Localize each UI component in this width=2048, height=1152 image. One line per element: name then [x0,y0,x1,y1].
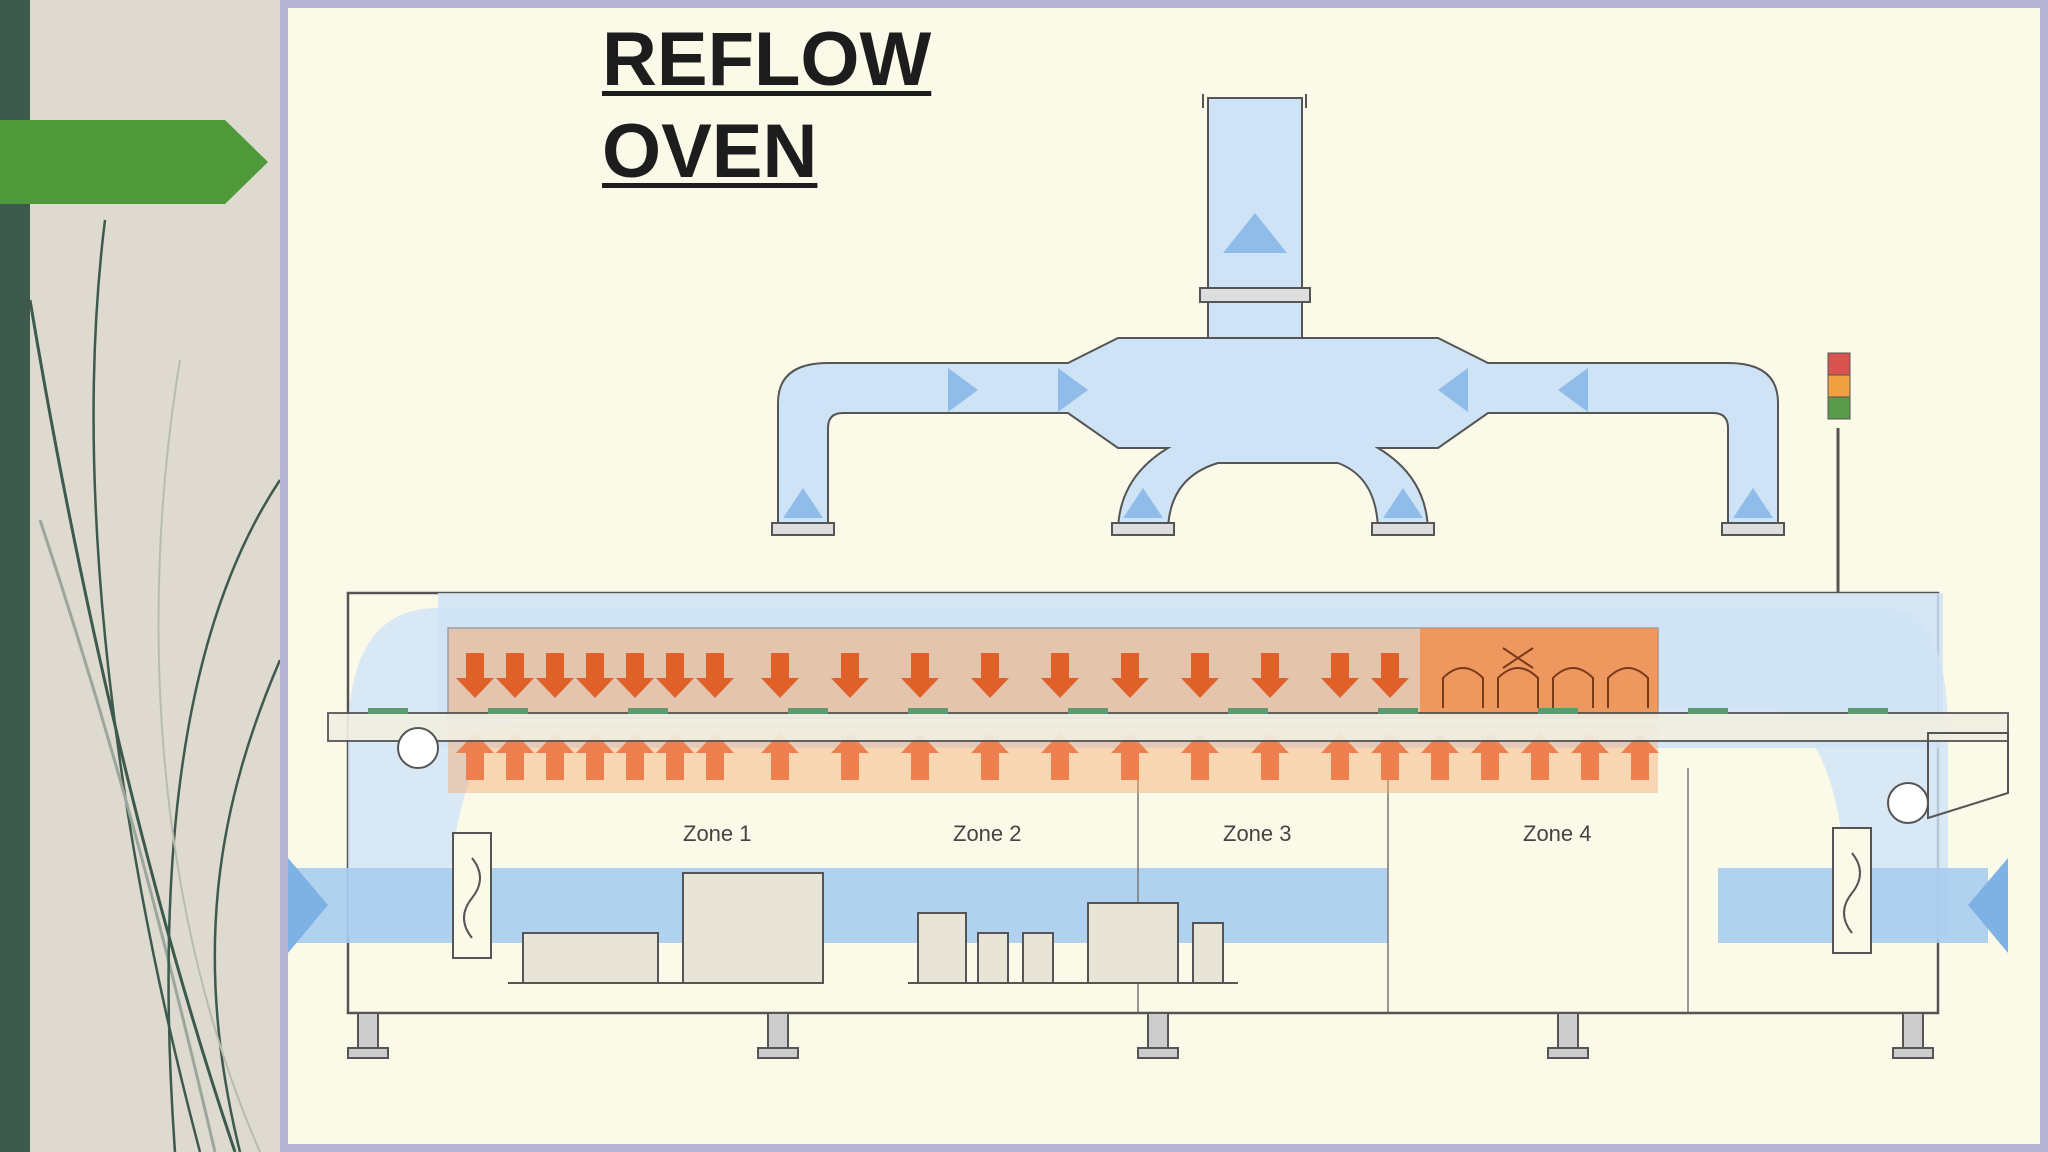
oven-legs [347,1012,1938,1059]
zone-4-label: Zone 4 [1523,821,1592,846]
zone-2-label: Zone 2 [953,821,1022,846]
zone-1-label: Zone 1 [683,821,752,846]
air-inlet-arrow-icon [1968,858,2008,953]
side-fan-icons [452,827,1872,959]
heat-up-arrows [456,733,1659,780]
exhaust-chimney [1199,94,1311,359]
exhaust-duct [777,337,1779,534]
up-arrow-icon [1223,213,1287,253]
internal-equipment [508,872,1238,984]
air-inlet-arrow-icon [288,858,328,953]
zone-3-label: Zone 3 [1223,821,1292,846]
duct-flow-arrows [783,368,1773,518]
pcb-boards [368,708,1888,714]
signal-light-tower [1827,352,1851,593]
slide-title: REFLOW OVEN [602,17,932,194]
cooling-fan-icons [1442,647,1649,708]
green-arrow-shape [0,120,268,204]
reflow-oven-diagram: Zone 1 Zone 2 Zone 3 Zone 4 [288,94,2009,1059]
duct-clamps [771,522,1785,536]
heat-down-arrows [456,653,1409,698]
decorative-curves [28,219,282,1152]
conveyor-belt [327,712,2009,824]
